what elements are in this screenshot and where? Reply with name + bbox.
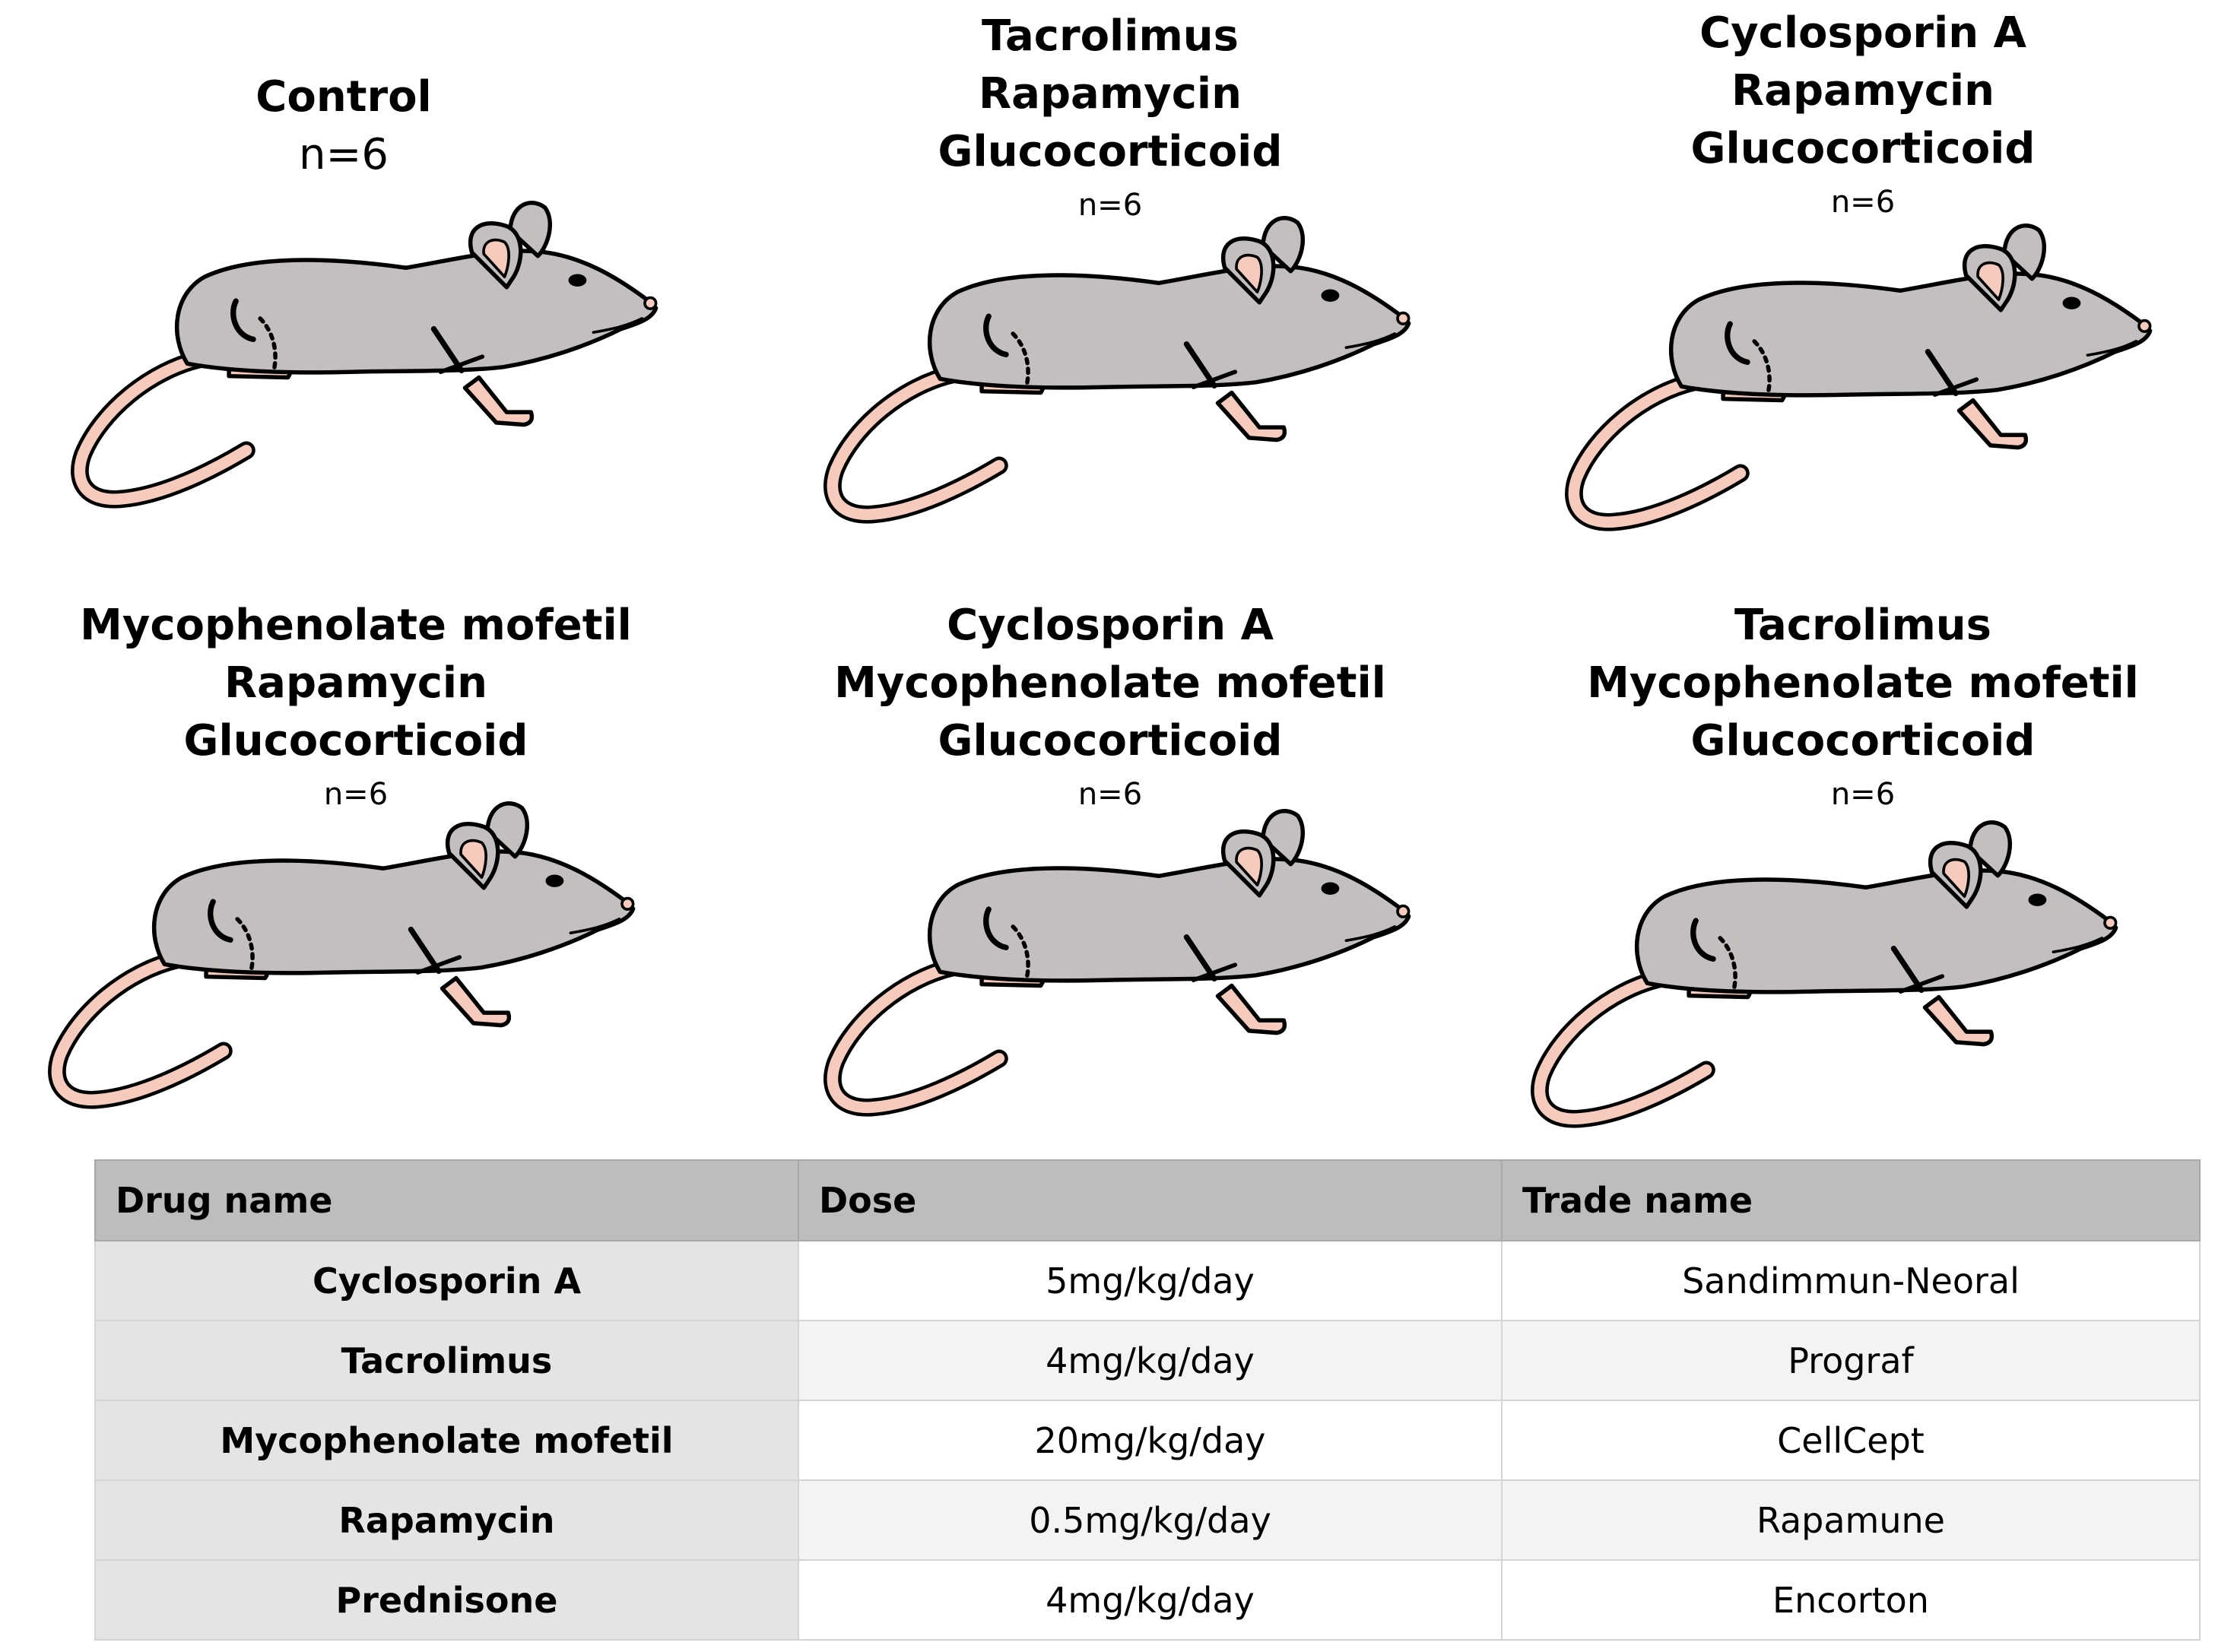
rat-illustration-mmf-rap-gc — [0, 791, 669, 1110]
group-drug-label: Tacrolimus — [982, 11, 1239, 61]
trade-name-cell: Prograf — [1501, 1320, 2201, 1401]
group-drug-label: Glucocorticoid — [183, 716, 528, 766]
group-drug-label: Mycophenolate mofetil — [834, 658, 1386, 708]
group-drug-label: Mycophenolate mofetil — [80, 601, 632, 650]
trade-name-cell: Rapamune — [1501, 1479, 2201, 1561]
group-drug-label: Glucocorticoid — [938, 716, 1283, 766]
drug-name-cell: Tacrolimus — [94, 1320, 799, 1401]
table-row: Tacrolimus 4mg/kg/day Prograf — [94, 1320, 2201, 1401]
rat-illustration-csa-rap-gc — [1517, 213, 2186, 532]
table-row: Prednisone 4mg/kg/day Encorton — [94, 1559, 2201, 1641]
dose-cell: 5mg/kg/day — [798, 1240, 1503, 1321]
group-drug-label: Glucocorticoid — [938, 127, 1283, 176]
group-label-csa-rap-gc: Cyclosporin A Rapamycin Glucocorticoid n… — [1559, 5, 2167, 227]
group-label-mmf-rap-gc: Mycophenolate mofetil Rapamycin Glucocor… — [52, 597, 660, 819]
dose-cell: 0.5mg/kg/day — [798, 1479, 1503, 1561]
drug-name-cell: Rapamycin — [94, 1479, 799, 1561]
table-row: Rapamycin 0.5mg/kg/day Rapamune — [94, 1479, 2201, 1561]
rat-illustration-control — [23, 190, 692, 509]
dose-cell: 4mg/kg/day — [798, 1320, 1503, 1401]
rat-illustration-tac-mmf-gc — [1483, 810, 2152, 1129]
drug-name-cell: Mycophenolate mofetil — [94, 1400, 799, 1481]
column-header-trade-name: Trade name — [1501, 1159, 2201, 1241]
group-label-csa-mmf-gc: Cyclosporin A Mycophenolate mofetil Gluc… — [806, 597, 1414, 819]
group-drug-label: Rapamycin — [1731, 66, 1994, 116]
table-row: Mycophenolate mofetil 20mg/kg/day CellCe… — [94, 1400, 2201, 1481]
dose-cell: 4mg/kg/day — [798, 1559, 1503, 1641]
table-header-row: Drug name Dose Trade name — [94, 1159, 2201, 1241]
group-drug-label: Rapamycin — [979, 69, 1242, 119]
drug-dose-table: Drug name Dose Trade name Cyclosporin A … — [94, 1159, 2201, 1641]
group-drug-label: Tacrolimus — [1734, 601, 1991, 650]
group-drug-label: Cyclosporin A — [947, 601, 1274, 650]
trade-name-cell: CellCept — [1501, 1400, 2201, 1481]
group-drug-label: Glucocorticoid — [1690, 124, 2036, 173]
trade-name-cell: Encorton — [1501, 1559, 2201, 1641]
dose-cell: 20mg/kg/day — [798, 1400, 1503, 1481]
group-label-control: Control n=6 — [192, 68, 496, 184]
rat-illustration-csa-mmf-gc — [776, 798, 1445, 1118]
group-drug-label: Mycophenolate mofetil — [1587, 658, 2139, 708]
group-n-label: n=6 — [1077, 188, 1143, 223]
column-header-dose: Dose — [798, 1159, 1503, 1241]
table-row: Cyclosporin A 5mg/kg/day Sandimmun-Neora… — [94, 1240, 2201, 1321]
group-drug-label: Glucocorticoid — [1690, 716, 2036, 766]
group-label-tac-mmf-gc: Tacrolimus Mycophenolate mofetil Glucoco… — [1559, 597, 2167, 819]
rat-illustration-tac-rap-gc — [776, 205, 1445, 525]
group-label-tac-rap-gc: Tacrolimus Rapamycin Glucocorticoid n=6 — [806, 8, 1414, 230]
group-n-label: n=6 — [1830, 185, 1896, 220]
group-drug-label: Rapamycin — [224, 658, 487, 708]
group-n-label: n=6 — [323, 777, 389, 812]
group-n-label: n=6 — [1830, 777, 1896, 812]
group-drug-label: Control — [255, 72, 432, 122]
trade-name-cell: Sandimmun-Neoral — [1501, 1240, 2201, 1321]
group-drug-label: Cyclosporin A — [1699, 8, 2026, 58]
drug-name-cell: Cyclosporin A — [94, 1240, 799, 1321]
column-header-drug-name: Drug name — [94, 1159, 799, 1241]
drug-name-cell: Prednisone — [94, 1559, 799, 1641]
group-n-label: n=6 — [1077, 777, 1143, 812]
group-n-label: n=6 — [298, 130, 389, 179]
